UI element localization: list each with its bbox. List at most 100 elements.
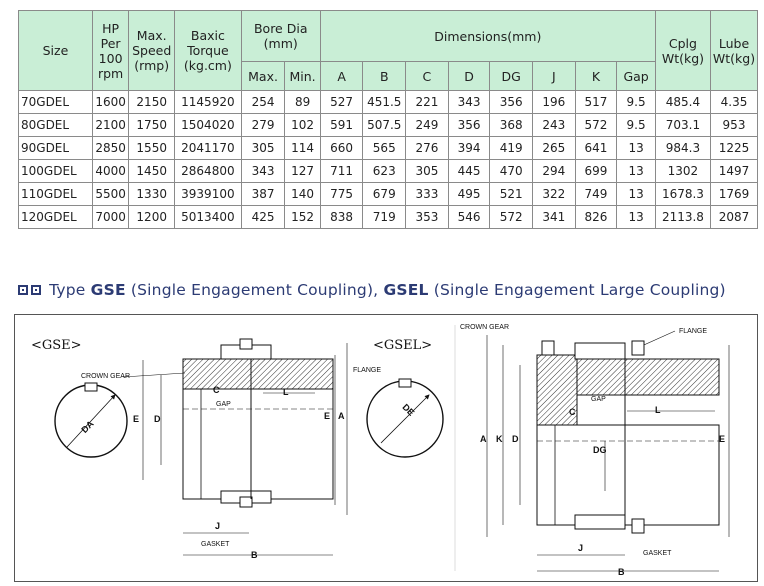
table-cell: 699 <box>574 159 618 183</box>
header-bore-min: Min. <box>284 61 321 91</box>
table-cell: 221 <box>405 90 449 114</box>
table-cell: 1504020 <box>174 113 242 137</box>
table-cell: 341 <box>532 205 576 229</box>
table-cell: 507.5 <box>362 113 407 137</box>
table-cell: 243 <box>532 113 576 137</box>
header-hp: HP Per 100 rpm <box>91 10 130 91</box>
table-cell: 102 <box>284 113 321 137</box>
table-cell: 495 <box>447 182 491 206</box>
table-cell: 353 <box>405 205 449 229</box>
table-cell: 4000 <box>91 159 130 183</box>
label-k-gsel: K <box>496 434 503 444</box>
table-cell: 2850 <box>91 136 130 160</box>
subtitle-prefix: Type <box>49 281 91 299</box>
table-cell: 749 <box>574 182 618 206</box>
table-cell: 425 <box>240 205 286 229</box>
table-cell: 470 <box>489 159 534 183</box>
specification-table: Size HP Per 100 rpm Max. Speed (rmp) Bax… <box>18 10 758 229</box>
table-cell: 305 <box>405 159 449 183</box>
header-dim-gap: Gap <box>616 61 656 91</box>
cell-size: 100GDEL <box>18 159 93 183</box>
cell-size: 120GDEL <box>18 205 93 229</box>
table-cell: 294 <box>532 159 576 183</box>
header-lube-wt: Lube Wt(kg) <box>710 10 758 91</box>
label-b-gse: B <box>251 550 258 560</box>
table-cell: 13 <box>616 136 656 160</box>
gse-coupling-body <box>182 338 334 508</box>
label-l-gsel: L <box>655 405 661 415</box>
label-de: DE <box>401 402 417 418</box>
table-cell: 1769 <box>710 182 758 206</box>
label-crown-gear-gsel: CROWN GEAR <box>460 324 509 331</box>
table-cell: 1678.3 <box>654 182 712 206</box>
table-cell: 2100 <box>91 113 130 137</box>
bullet-square-icon <box>31 285 41 295</box>
table-cell: 984.3 <box>654 136 712 160</box>
table-cell: 719 <box>362 205 407 229</box>
header-bore-max: Max. <box>240 61 286 91</box>
table-cell: 445 <box>447 159 491 183</box>
table-cell: 2041170 <box>174 136 242 160</box>
header-dim-k: K <box>574 61 618 91</box>
label-d-gse: D <box>154 414 161 424</box>
header-torque: Baxic Torque (kg.cm) <box>174 10 242 91</box>
table-cell: 2087 <box>710 205 758 229</box>
header-dim-dg: DG <box>489 61 534 91</box>
table-cell: 953 <box>710 113 758 137</box>
gsel-dimensions-left: A K D <box>480 335 521 537</box>
table-cell: 196 <box>532 90 576 114</box>
header-cplg-wt: Cplg Wt(kg) <box>654 10 712 91</box>
table-cell: 679 <box>362 182 407 206</box>
label-c-gse: C <box>213 385 220 395</box>
table-cell: 419 <box>489 136 534 160</box>
table-cell: 343 <box>447 90 491 114</box>
table-cell: 641 <box>574 136 618 160</box>
gse-dimensions-left: E D <box>133 360 162 480</box>
table-cell: 1550 <box>128 136 176 160</box>
label-a-gsel: A <box>480 434 487 444</box>
label-gasket-gsel: GASKET <box>643 550 672 557</box>
table-cell: 394 <box>447 136 491 160</box>
cell-size: 90GDEL <box>18 136 93 160</box>
label-da: DA <box>79 418 96 435</box>
label-a-gse: A <box>338 411 345 421</box>
cell-size: 110GDEL <box>18 182 93 206</box>
table-cell: 517 <box>574 90 618 114</box>
subtitle-gse: GSE <box>90 281 126 299</box>
table-cell: 114 <box>284 136 321 160</box>
header-max-speed: Max. Speed (rmp) <box>128 10 176 91</box>
table-cell: 305 <box>240 136 286 160</box>
table-cell: 322 <box>532 182 576 206</box>
table-cell: 1200 <box>128 205 176 229</box>
table-cell: 356 <box>447 113 491 137</box>
table-cell: 1600 <box>91 90 130 114</box>
table-cell: 276 <box>405 136 449 160</box>
table-cell: 279 <box>240 113 286 137</box>
table-cell: 826 <box>574 205 618 229</box>
table-cell: 546 <box>447 205 491 229</box>
header-size: Size <box>18 10 93 91</box>
table-cell: 775 <box>319 182 364 206</box>
label-d-gsel: D <box>512 434 519 444</box>
table-cell: 1145920 <box>174 90 242 114</box>
table-cell: 254 <box>240 90 286 114</box>
table-cell: 521 <box>489 182 534 206</box>
header-dim-c: C <box>405 61 449 91</box>
cell-size: 70GDEL <box>18 90 93 114</box>
table-cell: 4.35 <box>710 90 758 114</box>
header-dim-j: J <box>532 61 576 91</box>
table-cell: 591 <box>319 113 364 137</box>
label-gap-gsel: GAP <box>591 396 606 403</box>
label-crown-gear-gse: CROWN GEAR <box>81 373 130 380</box>
table-cell: 1497 <box>710 159 758 183</box>
label-dg-gsel: DG <box>593 445 607 455</box>
coupling-drawing-panel: DA <GSE> CROWN GEAR E D C GAP L <box>14 314 758 582</box>
table-cell: 127 <box>284 159 321 183</box>
table-cell: 152 <box>284 205 321 229</box>
coupling-drawing: DA <GSE> CROWN GEAR E D C GAP L <box>31 324 730 577</box>
